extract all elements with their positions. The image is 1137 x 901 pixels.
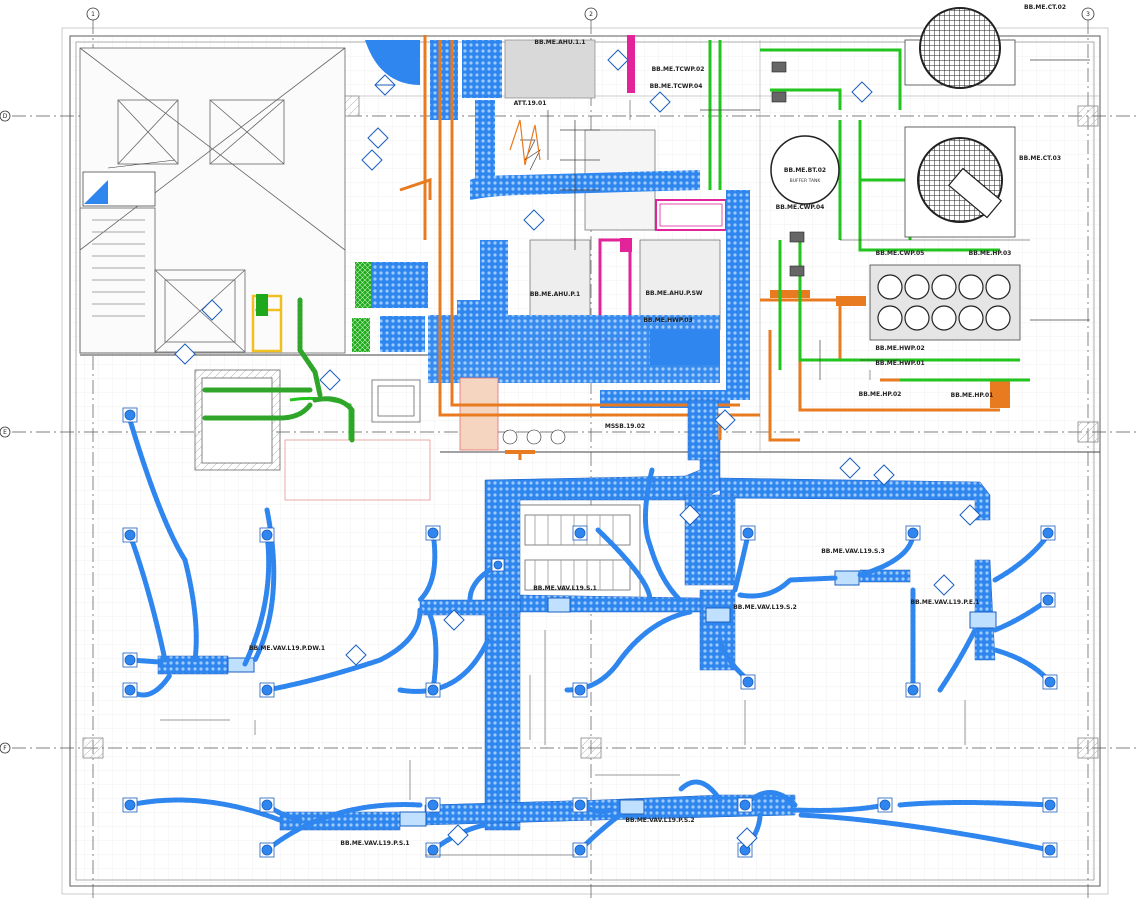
grid-label-row-d: D	[3, 113, 8, 120]
equipment-labels: BB.ME.AHU.1.1 BB.ME.AHU.P.1 BB.ME.AHU.P.…	[249, 4, 1066, 847]
orange-zigzag	[509, 119, 541, 166]
green-pipework	[289, 40, 1030, 440]
tag-hwp-01: BB.ME.HWP.01	[875, 360, 924, 367]
tag-vav-1-s-1: BB.ME.VAV.L19.S.1	[533, 585, 597, 592]
heat-pump-array	[869, 264, 1021, 341]
cooling-tower-lower	[904, 126, 1016, 238]
grid-bubble-row-f: F	[0, 742, 11, 754]
tag-ahu-p-1: BB.ME.AHU.P.1	[530, 291, 580, 298]
buffer-tank	[770, 135, 840, 205]
tag-vav-p-dw-1: BB.ME.VAV.L19.P.DW.1	[249, 645, 325, 652]
grid-bubble-row-e: E	[0, 426, 11, 438]
grid-bubble-col-2: 2	[584, 7, 598, 21]
tag-cwp-04: BB.ME.CWP.04	[776, 204, 825, 211]
grid-bubble-row-d: D	[0, 110, 11, 122]
central-stair	[514, 504, 641, 601]
pressurisation-fan	[82, 159, 176, 207]
tag-vav-p-s-1: BB.ME.VAV.L19.P.S.1	[340, 840, 409, 847]
dimension-lines	[160, 100, 1030, 856]
ahu-top-zone	[365, 39, 596, 120]
grid-bubble-col-1: 1	[86, 7, 100, 21]
tag-vav-p-e-1: BB.ME.VAV.L19.P.E.1	[911, 599, 980, 606]
tag-tcwp-02: BB.ME.TCWP.02	[652, 66, 705, 73]
grid-label-col-2: 2	[589, 11, 593, 18]
tag-vav-1-s-3: BB.ME.VAV.L19.S.3	[821, 548, 885, 555]
tag-bt-02: BB.ME.BT.02	[784, 167, 826, 174]
tag-att: ATT.19.01	[514, 100, 547, 107]
grid-label-row-f: F	[3, 745, 7, 752]
roof-edge	[61, 27, 1109, 895]
grid-label-row-e: E	[3, 429, 7, 436]
pump-symbols	[502, 61, 805, 445]
orange-fittings	[505, 290, 1010, 454]
grid-label-col-1: 1	[91, 11, 95, 18]
tag-vav-1-s-2: BB.ME.VAV.L19.S.2	[733, 604, 797, 611]
tag-hwp-03: BB.ME.HWP.03	[643, 317, 692, 324]
tag-ct-02: BB.ME.CT.02	[1024, 4, 1066, 11]
tag-hp-01: BB.ME.HP.01	[951, 392, 994, 399]
tag-cwp-05: BB.ME.CWP.05	[876, 250, 925, 257]
tag-mssb: MSSB.19.02	[605, 423, 645, 430]
ceiling-diffusers	[122, 407, 1058, 858]
green-flex-duct-left	[202, 297, 355, 443]
green-unit-left	[256, 294, 268, 316]
cooling-tower-top	[904, 7, 1016, 89]
tag-hp-02: BB.ME.HP.02	[859, 391, 902, 398]
tag-hp-03: BB.ME.HP.03	[969, 250, 1012, 257]
tag-bt-02-sub: BUFFER TANK	[790, 178, 822, 184]
tag-vav-p-s-2: BB.ME.VAV.L19.P.S.2	[625, 817, 694, 824]
tag-tcwp-04: BB.ME.TCWP.04	[650, 83, 703, 90]
section-markers	[174, 49, 981, 849]
tag-ct-03: BB.ME.CT.03	[1019, 155, 1061, 162]
tag-hwp-02: BB.ME.HWP.02	[875, 345, 924, 352]
tag-ahu-p-sw: BB.ME.AHU.P.SW	[645, 290, 702, 297]
tag-ahu-1-1: BB.ME.AHU.1.1	[534, 39, 585, 46]
grid-label-col-3: 3	[1086, 11, 1090, 18]
grid-bubble-col-3: 3	[1081, 7, 1095, 21]
